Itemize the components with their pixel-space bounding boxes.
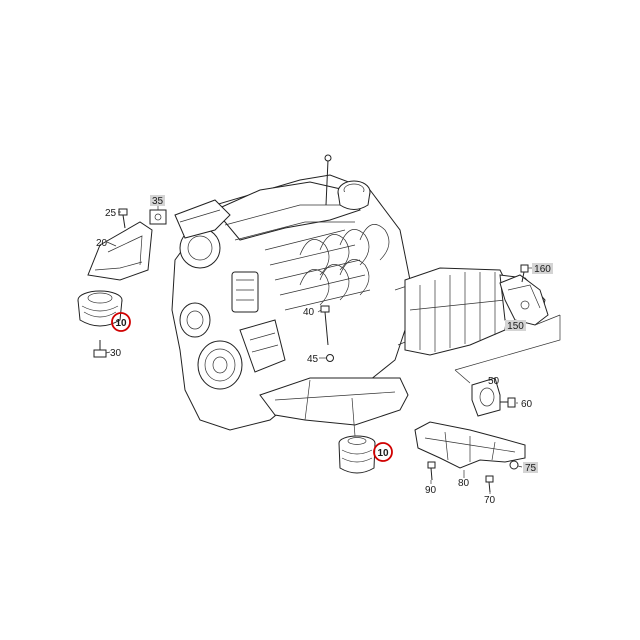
callout-75[interactable]: 75 xyxy=(523,462,538,474)
callout-20[interactable]: 20 xyxy=(96,238,108,249)
left-engine-mount xyxy=(77,290,123,327)
callout-10-center-text: 10 xyxy=(377,448,389,459)
bolt-90 xyxy=(427,461,436,481)
leader-lines xyxy=(105,206,532,494)
engine-assembly xyxy=(171,154,411,431)
nut-75 xyxy=(509,460,519,470)
bracket-35 xyxy=(149,209,167,225)
callout-70[interactable]: 70 xyxy=(484,495,496,506)
callout-10-center[interactable]: 10 xyxy=(373,442,393,462)
callout-30[interactable]: 30 xyxy=(110,348,122,359)
callout-60[interactable]: 60 xyxy=(521,399,533,410)
callout-10-left[interactable]: 10 xyxy=(111,312,131,332)
callout-40[interactable]: 40 xyxy=(303,307,315,318)
bolt-60 xyxy=(500,397,516,408)
callout-90[interactable]: 90 xyxy=(425,485,437,496)
bolt-70 xyxy=(485,475,494,493)
bolt-40 xyxy=(320,305,330,346)
oil-filler-cap xyxy=(337,180,371,210)
intake-runners xyxy=(299,224,390,306)
callout-50[interactable]: 50 xyxy=(488,376,500,387)
left-mount-bracket xyxy=(87,221,153,281)
callout-160[interactable]: 160 xyxy=(532,263,553,275)
callout-150[interactable]: 150 xyxy=(505,320,526,332)
callout-150-text: 150 xyxy=(507,321,524,332)
front-accessories xyxy=(174,199,286,390)
dipstick xyxy=(324,154,332,206)
right-engine-mount xyxy=(338,435,376,474)
callout-160-text: 160 xyxy=(534,264,551,275)
nut-30 xyxy=(93,340,107,358)
callout-25[interactable]: 25 xyxy=(105,208,117,219)
nut-45 xyxy=(326,354,334,362)
transmission-mount-50 xyxy=(471,377,501,417)
crossmember-80 xyxy=(414,421,526,469)
callout-45[interactable]: 45 xyxy=(307,354,319,365)
callout-10-left-text: 10 xyxy=(115,318,127,329)
callout-75-text: 75 xyxy=(525,463,537,474)
callout-80[interactable]: 80 xyxy=(458,478,470,489)
callout-35[interactable]: 35 xyxy=(150,195,165,207)
bolt-160 xyxy=(520,264,529,283)
callout-35-text: 35 xyxy=(152,196,164,207)
oil-pan xyxy=(259,377,409,426)
